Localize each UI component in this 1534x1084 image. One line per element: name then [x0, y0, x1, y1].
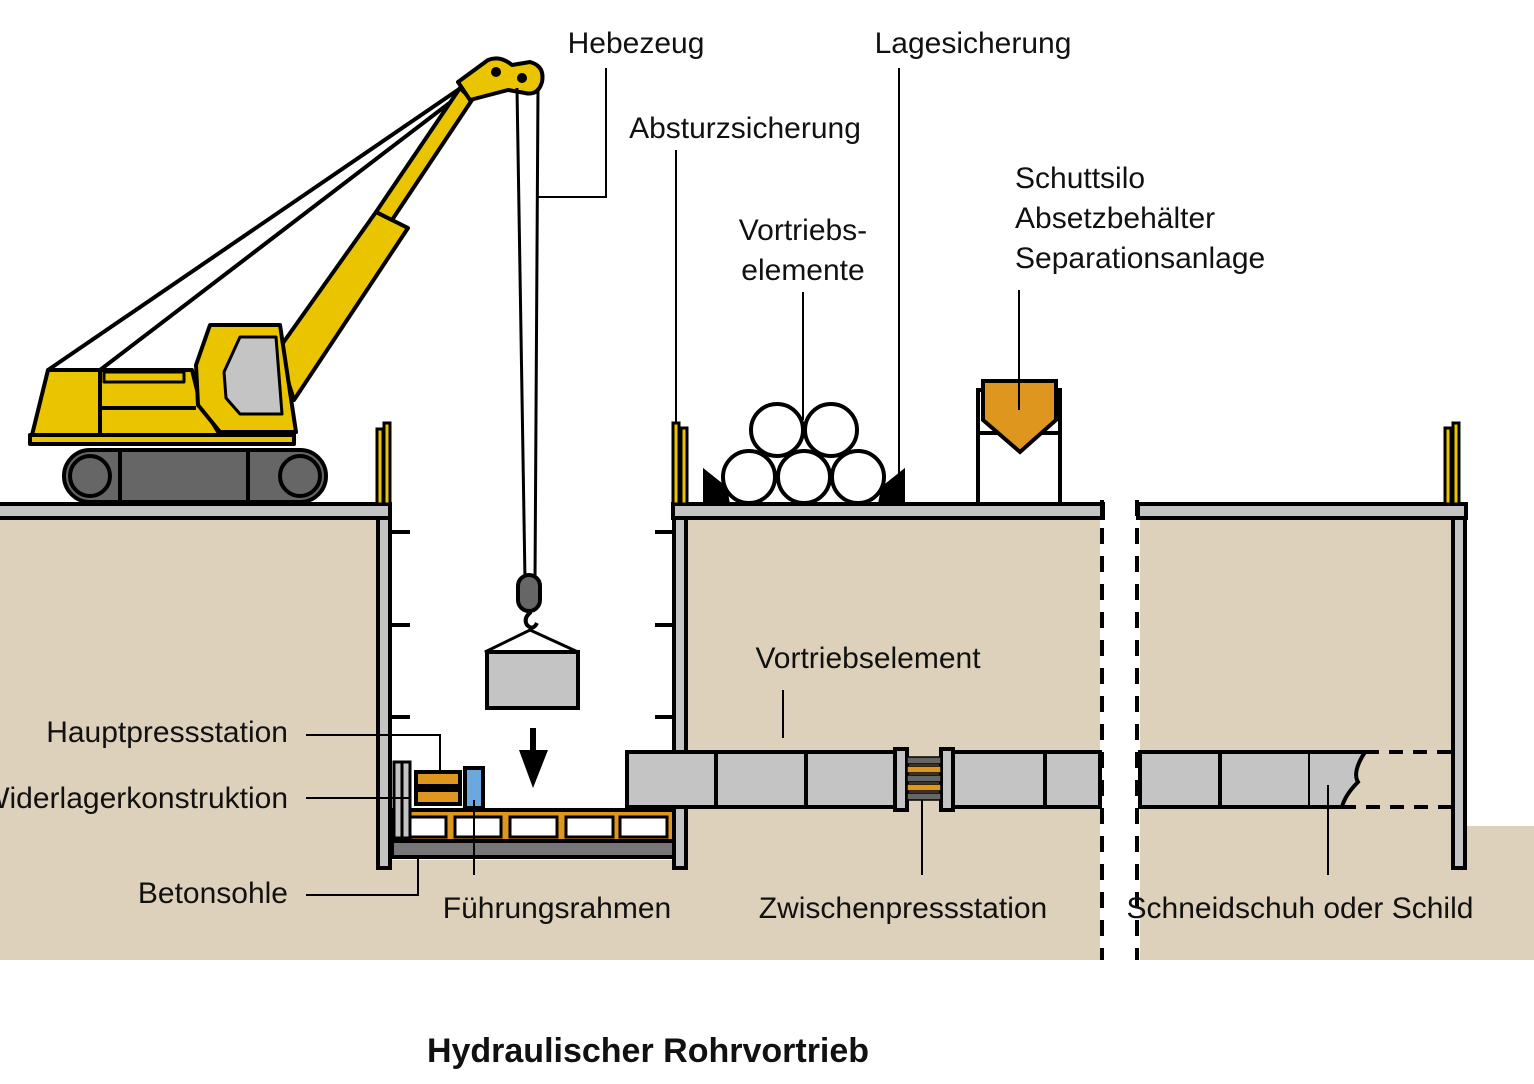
leader-lines [306, 68, 1329, 896]
label-hauptpressstation: Hauptpressstation [46, 716, 288, 749]
target-shaft-wall [1451, 516, 1467, 870]
label-vortriebselement: Vortriebselement [755, 642, 981, 675]
label-zwischenpressstation: Zwischenpressstation [759, 892, 1047, 925]
fall-protection [375, 421, 1461, 506]
diagram-title: Hydraulischer Rohrvortrieb [427, 1032, 869, 1070]
pipe-string [625, 747, 1453, 812]
main-jacking-station [414, 766, 485, 810]
labels: Hebezeug Lagesicherung Absturzsicherung … [0, 27, 1473, 925]
label-schuttsilo: Schuttsilo [1015, 162, 1145, 195]
label-betonsohle: Betonsohle [138, 877, 288, 910]
label-absetzbehaelter: Absetzbehälter [1015, 202, 1215, 235]
crane [28, 56, 545, 504]
thrust-wall [392, 760, 412, 840]
label-fuehrungsrahmen: Führungsrahmen [443, 892, 671, 925]
label-hebezeug: Hebezeug [568, 27, 705, 60]
guide-frame [390, 808, 676, 859]
soil [0, 500, 1534, 970]
label-widerlagerkonstruktion: Widerlagerkonstruktion [0, 782, 288, 815]
label-vortriebselemente-2: elemente [741, 254, 864, 287]
spoil-silo [976, 379, 1062, 506]
label-absturzsicherung: Absturzsicherung [629, 112, 861, 145]
intermediate-jacking-station [906, 756, 942, 801]
label-schneidschuh: Schneidschuh oder Schild [1127, 892, 1474, 925]
hoist [484, 87, 580, 788]
launch-shaft-walls [376, 516, 688, 870]
label-lagesicherung: Lagesicherung [875, 27, 1072, 60]
break-lines [1100, 500, 1139, 960]
ground-surface [0, 502, 1468, 520]
pipe-stack [703, 402, 905, 506]
label-separationsanlage: Separationsanlage [1015, 242, 1265, 275]
label-vortriebselemente-1: Vortriebs- [739, 214, 867, 247]
